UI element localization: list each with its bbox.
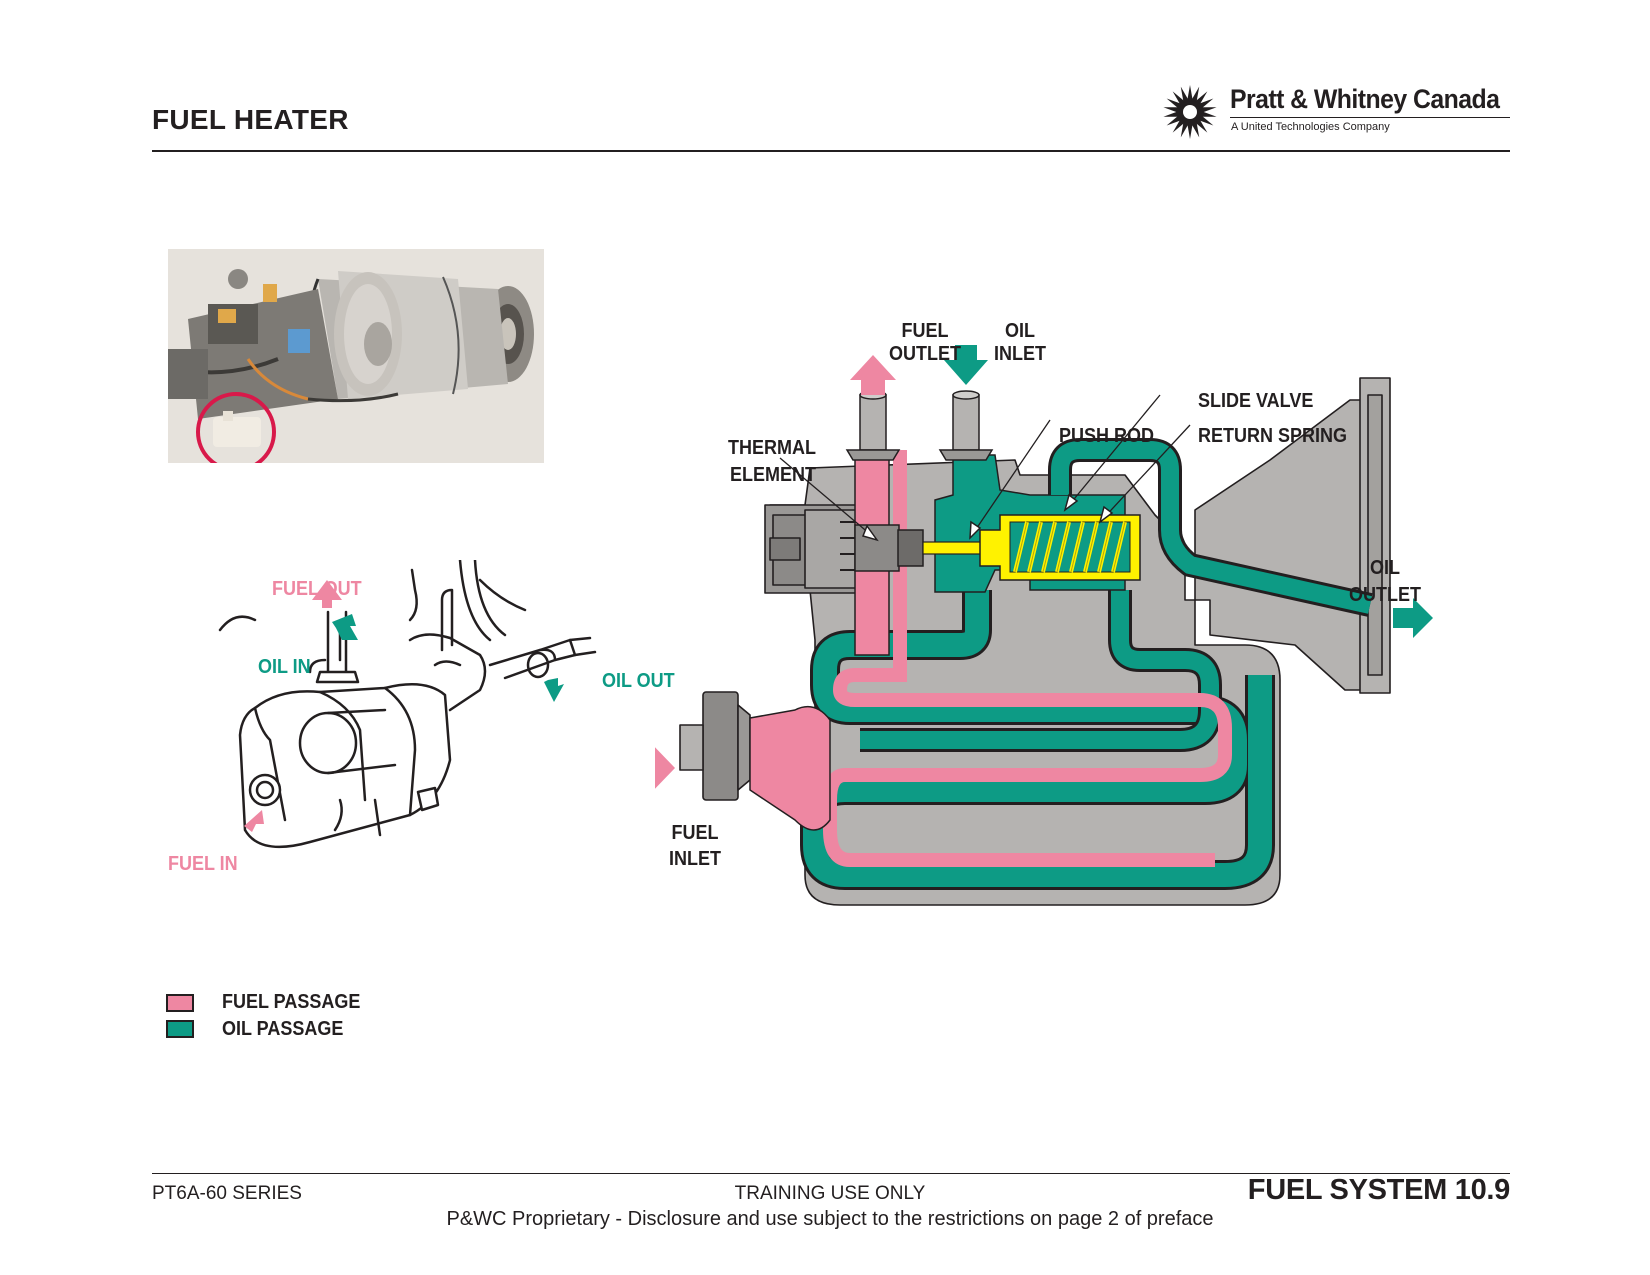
label-slide-valve: SLIDE VALVE bbox=[1198, 390, 1314, 412]
label-fuel-inlet-line1: FUEL bbox=[671, 822, 719, 844]
label-fuel-outlet-line1: FUEL bbox=[901, 320, 949, 342]
sketch-oil-out-arrow bbox=[544, 678, 564, 702]
label-fuel-inlet-line2: INLET bbox=[668, 848, 722, 870]
sketch-label-fuel-in: FUEL IN bbox=[168, 853, 238, 875]
footer-section: FUEL SYSTEM 10.9 bbox=[1247, 1174, 1511, 1206]
footer-training: TRAINING USE ONLY bbox=[734, 1183, 926, 1204]
oil-inlet-arrow bbox=[944, 345, 988, 385]
engine-photo bbox=[168, 249, 544, 463]
legend-swatch-oil bbox=[166, 1020, 194, 1038]
fuel-outlet-arrow bbox=[850, 355, 896, 395]
label-oil-inlet-line1: OIL bbox=[1004, 320, 1036, 342]
sketch-fuel-in-arrow bbox=[244, 810, 264, 832]
legend-swatch-fuel bbox=[166, 994, 194, 1012]
footer-series: PT6A-60 SERIES bbox=[152, 1183, 302, 1204]
logo-name: Pratt & Whitney Canada bbox=[1230, 84, 1500, 114]
legend-label-fuel: FUEL PASSAGE bbox=[222, 991, 361, 1013]
sketch-label-fuel-out: FUEL OUT bbox=[272, 578, 362, 600]
sketch-fuel-out-arrow bbox=[312, 580, 342, 608]
logo-tagline: A United Technologies Company bbox=[1231, 121, 1390, 133]
label-fuel-outlet-line2: OUTLET bbox=[889, 343, 961, 365]
label-oil-outlet-line1: OIL bbox=[1369, 557, 1401, 579]
legend-label-oil: OIL PASSAGE bbox=[222, 1018, 344, 1040]
label-oil-inlet-line2: INLET bbox=[993, 343, 1047, 365]
heater-sketch bbox=[218, 560, 597, 849]
sketch-label-oil-in: OIL IN bbox=[258, 656, 311, 678]
heater-highlight-circle bbox=[196, 392, 276, 463]
label-push-rod: PUSH ROD bbox=[1059, 425, 1155, 447]
header-divider bbox=[152, 150, 1510, 152]
label-return-spring: RETURN SPRING bbox=[1198, 425, 1348, 447]
oil-outlet-arrow bbox=[1393, 598, 1433, 638]
footer-divider bbox=[152, 1173, 1510, 1174]
label-oil-outlet-line2: OUTLET bbox=[1349, 584, 1421, 606]
sketch-label-oil-out: OIL OUT bbox=[602, 670, 675, 692]
label-thermal-element-line1: THERMAL bbox=[728, 437, 816, 459]
sketch-oil-in-arrow bbox=[332, 614, 358, 640]
label-thermal-element-line2: ELEMENT bbox=[730, 464, 817, 486]
fuel-heater-schematic bbox=[655, 345, 1433, 906]
page-title: FUEL HEATER bbox=[152, 104, 349, 135]
logo-divider bbox=[1230, 117, 1510, 118]
pwc-logo-icon bbox=[1163, 85, 1217, 139]
fuel-inlet-arrow bbox=[655, 747, 675, 789]
footer-proprietary: P&WC Proprietary - Disclosure and use su… bbox=[446, 1208, 1214, 1230]
